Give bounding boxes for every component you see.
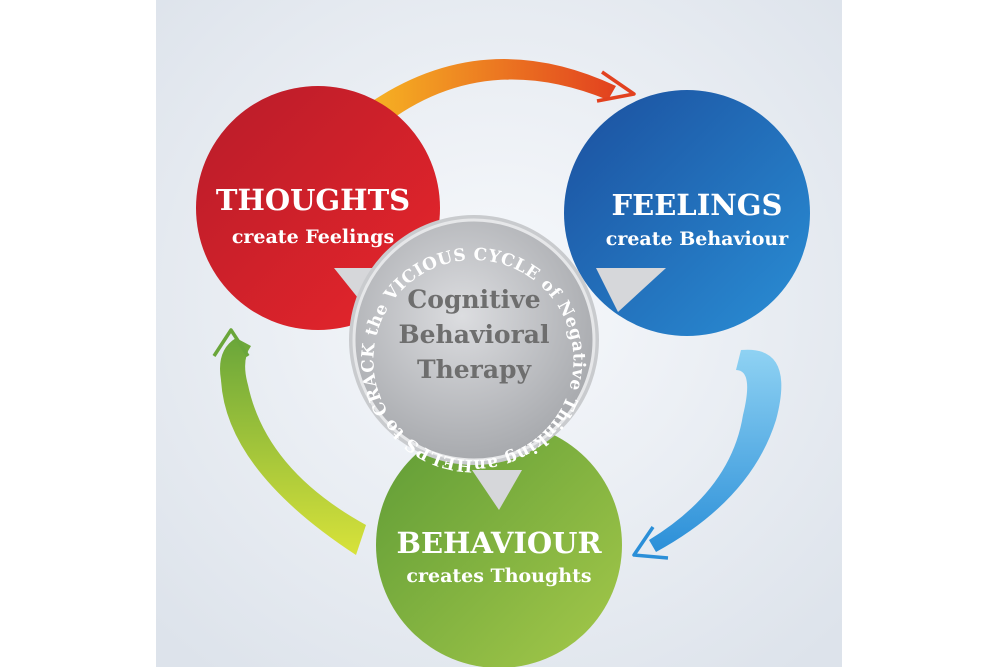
thoughts-subtitle: create Feelings	[232, 226, 394, 248]
feelings-node: FEELINGS create Behaviour	[564, 90, 810, 336]
arrow-thoughts-to-feelings	[371, 59, 636, 122]
cbt-cycle-diagram: THOUGHTS create Feelings FEELINGS create…	[156, 0, 842, 667]
behaviour-subtitle: creates Thoughts	[406, 565, 591, 587]
pointer-triangle-right	[596, 268, 666, 312]
diagram-canvas: THOUGHTS create Feelings FEELINGS create…	[156, 0, 842, 667]
feelings-subtitle: create Behaviour	[606, 228, 789, 250]
center-line-3: Therapy	[417, 355, 533, 384]
behaviour-title: BEHAVIOUR	[396, 526, 602, 560]
center-line-1: Cognitive	[407, 285, 540, 314]
arrow-behaviour-to-thoughts	[212, 328, 366, 555]
thoughts-title: THOUGHTS	[216, 183, 410, 217]
center-line-2: Behavioral	[399, 320, 550, 349]
feelings-title: FEELINGS	[612, 188, 783, 222]
behaviour-node: BEHAVIOUR creates Thoughts	[376, 422, 622, 667]
arrow-feelings-to-behaviour	[632, 349, 782, 560]
pointer-triangle-bottom	[472, 470, 522, 510]
